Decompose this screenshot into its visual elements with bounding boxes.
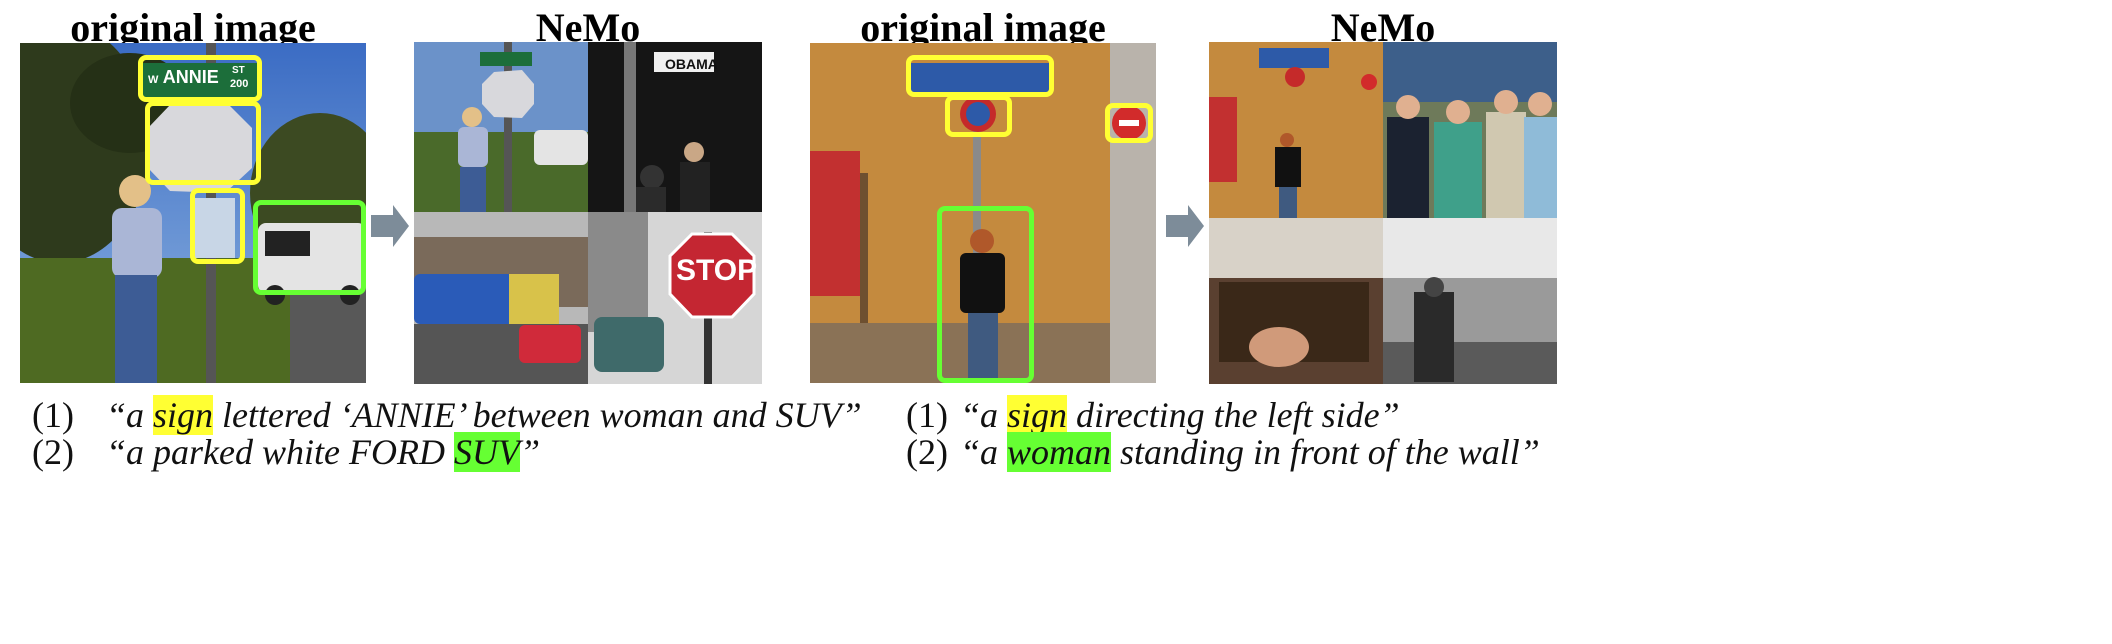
right-original-image [810, 43, 1156, 383]
obama-sign-text: OBAMA [665, 56, 718, 72]
caption-text-post: directing the left side” [1067, 395, 1400, 435]
left-original-title: original image [70, 5, 316, 50]
caption-number: (2) [32, 432, 74, 472]
suv-bbox [253, 200, 366, 295]
caption-text-pre: “a [959, 395, 1008, 435]
stop-sign-text: STOP [676, 254, 758, 287]
annie-street-sign: W ANNIE [148, 67, 219, 88]
caption-text-pre: “a [105, 395, 154, 435]
arrow-icon [371, 205, 409, 247]
left-original-image: W ANNIE ST 200 [20, 43, 366, 383]
left-caption-1: (1) “a sign lettered ‘ANNIE’ between woma… [32, 394, 862, 436]
caption-highlight-woman: woman [1007, 432, 1112, 472]
sign-name: ANNIE [162, 67, 219, 87]
sign-prefix: W [148, 74, 159, 86]
caption-text-post: standing in front of the wall” [1111, 432, 1540, 472]
caption-text-post: ” [519, 432, 540, 472]
caption-text-pre: “a [959, 432, 1008, 472]
caption-highlight-sign: sign [1007, 395, 1068, 435]
caption-text-pre: “a parked white FORD [105, 432, 454, 472]
sign-bbox-street [138, 55, 262, 102]
right-original-title: original image [860, 5, 1106, 50]
sign-bbox-arrow [906, 55, 1054, 97]
sign-bbox-noparking [945, 95, 1012, 137]
left-nemo-collage [414, 42, 762, 384]
street-sign-number: 200 [230, 78, 249, 90]
sign-bbox-octagon [145, 101, 261, 185]
caption-number: (1) [32, 395, 74, 435]
caption-number: (2) [906, 432, 948, 472]
street-sign-suffix: ST [232, 65, 245, 76]
left-nemo-image: OBAMA STOP [414, 42, 762, 384]
sign-bbox-small [190, 188, 245, 264]
caption-text-post: lettered ‘ANNIE’ between woman and SUV” [213, 395, 862, 435]
woman-bbox [937, 206, 1034, 383]
caption-highlight-sign: sign [153, 395, 214, 435]
caption-highlight-suv: SUV [453, 432, 520, 472]
arrow-icon [1166, 205, 1204, 247]
right-nemo-image [1209, 42, 1557, 384]
left-caption-2: (2) “a parked white FORD SUV” [32, 431, 540, 473]
caption-number: (1) [906, 395, 948, 435]
right-caption-1: (1) “a sign directing the left side” [906, 394, 1400, 436]
right-nemo-collage [1209, 42, 1557, 384]
sign-bbox-noentry [1105, 103, 1153, 143]
right-caption-2: (2) “a woman standing in front of the wal… [906, 431, 1540, 473]
